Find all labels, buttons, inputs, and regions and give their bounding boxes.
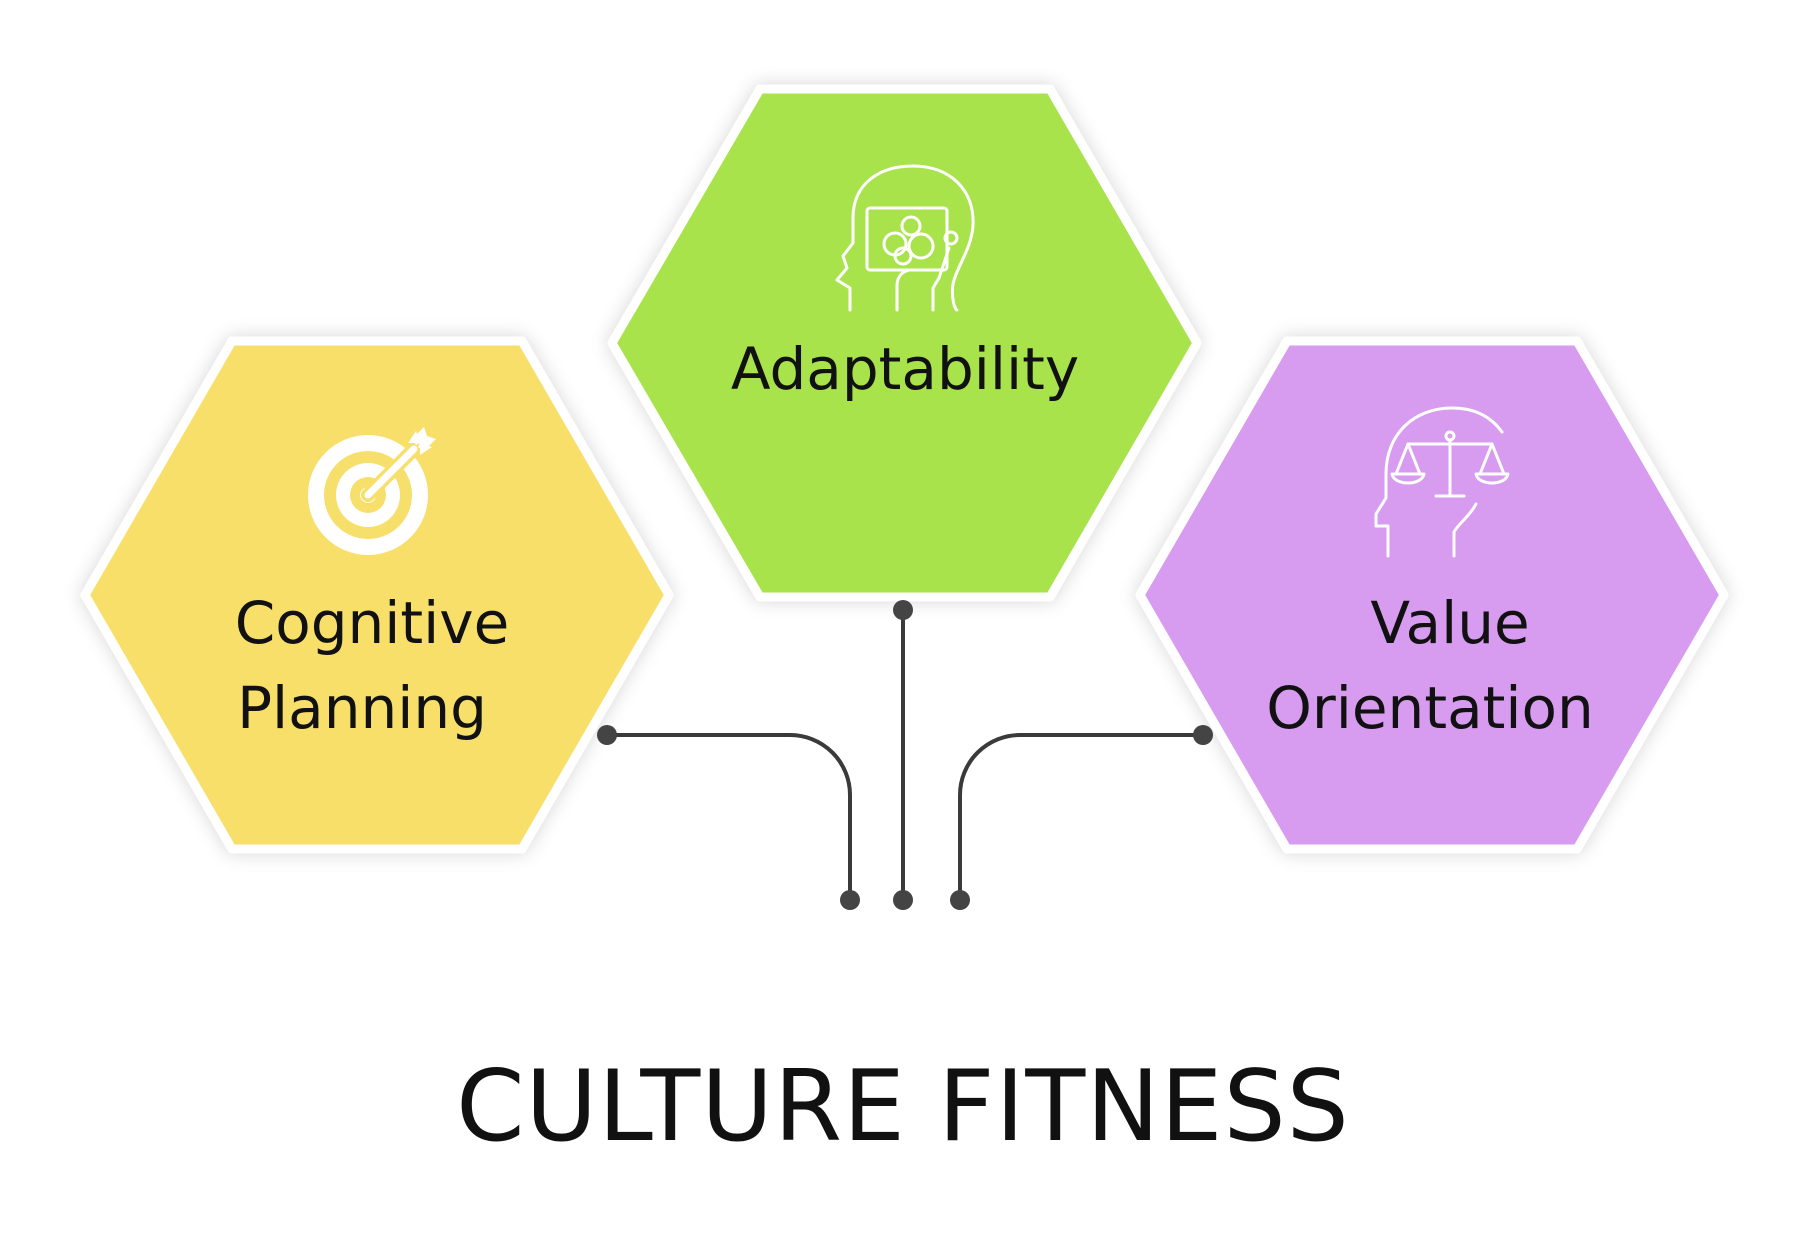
label-cognitive-line-1: Cognitive xyxy=(235,589,510,657)
label-adaptability: Adaptability xyxy=(731,335,1079,403)
hexagon-cognitive-shape xyxy=(80,336,674,854)
diagram-title: CULTURE FITNESS xyxy=(456,1050,1350,1164)
head-scales-icon xyxy=(1374,406,1510,558)
connector-dot-cognitive-start xyxy=(597,725,617,745)
connector-dot-cognitive-end xyxy=(840,890,860,910)
label-value-line-1: Value xyxy=(1370,589,1529,657)
hexagon-value-shape xyxy=(1135,336,1729,854)
hexagon-adaptability-shape xyxy=(607,84,1202,602)
target-arrow-icon xyxy=(308,427,436,555)
head-team-board-icon xyxy=(835,164,975,312)
label-value-line-2: Orientation xyxy=(1266,674,1593,742)
connector-cognitive xyxy=(607,733,852,900)
connector-dot-value-start xyxy=(1193,725,1213,745)
connector-lines xyxy=(597,600,1213,910)
hexagon-cognitive-planning: Cognitive Planning xyxy=(80,336,674,854)
connector-value xyxy=(958,733,1203,900)
label-cognitive-line-2: Planning xyxy=(237,674,487,742)
hexagon-adaptability: Adaptability xyxy=(607,84,1202,602)
connector-dot-value-end xyxy=(950,890,970,910)
hexagon-value-orientation: Value Orientation xyxy=(1135,336,1729,854)
connector-dot-adaptability-end xyxy=(893,890,913,910)
connector-dot-adaptability-start xyxy=(893,600,913,620)
